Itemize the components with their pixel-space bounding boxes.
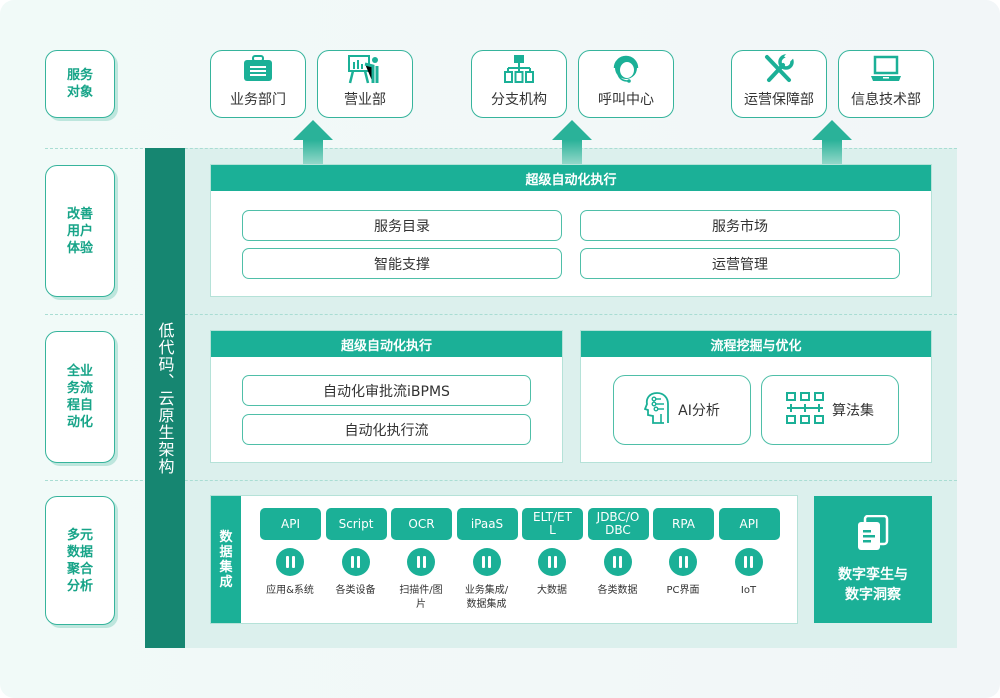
item-approval-flow-ibpms[interactable]: 自动化审批流iBPMS — [242, 375, 531, 406]
item-ai-analysis[interactable]: AI分析 — [613, 375, 751, 445]
source-tag-label: JDBC/ODBC — [596, 510, 640, 537]
laptop-icon — [869, 53, 903, 85]
algorithm-grid-icon — [786, 392, 824, 428]
source-caption: 各类数据 — [578, 584, 658, 598]
item-intelligent-support[interactable]: 智能支撑 — [242, 248, 562, 279]
source-tag[interactable]: JDBC/ODBC — [587, 508, 649, 540]
source-caption-text: 大数据 — [537, 585, 567, 596]
source-caption: 业务集成/数据集成 — [447, 584, 527, 612]
source-tag[interactable]: RPA — [653, 508, 714, 540]
source-tag[interactable]: API — [260, 508, 321, 540]
row-label-process-automation: 全业务流程自动化 — [45, 331, 115, 463]
row-label-service-targets: 服务对象 — [45, 50, 115, 118]
service-call-center[interactable]: 呼叫中心 — [578, 50, 674, 118]
service-it-dept[interactable]: 信息技术部 — [838, 50, 934, 118]
arrow-up-icon — [812, 120, 852, 167]
divider — [45, 148, 957, 149]
row-label-user-experience: 改善用户体验 — [45, 165, 115, 297]
arrow-up-icon — [552, 120, 592, 167]
pause-icon — [407, 548, 435, 576]
source-tag-label: API — [739, 516, 759, 531]
source-tag[interactable]: Script — [325, 508, 387, 540]
panel-title: 超级自动化执行 — [211, 165, 931, 191]
source-tag-label: API — [281, 516, 300, 531]
pause-icon — [669, 548, 697, 576]
digital-twin-label: 数字孪生与数字洞察 — [838, 566, 908, 603]
panel-title: 流程挖掘与优化 — [581, 331, 931, 357]
documents-icon — [856, 514, 890, 557]
service-sales-dept[interactable]: 营业部 — [317, 50, 413, 118]
source-caption: 大数据 — [512, 584, 592, 598]
service-operations-dept[interactable]: 运营保障部 — [731, 50, 827, 118]
data-integration-label: 数据集成 — [211, 496, 241, 623]
org-chart-icon — [502, 53, 536, 85]
item-algorithm-set[interactable]: 算法集 — [761, 375, 899, 445]
pause-icon — [341, 548, 370, 576]
item-operation-management[interactable]: 运营管理 — [580, 248, 900, 279]
tools-icon — [762, 53, 796, 85]
source-tag[interactable]: ELT/ETL — [522, 508, 583, 540]
row-label-text: 多元数据聚合分析 — [66, 527, 93, 594]
pause-icon — [276, 548, 304, 576]
source-caption-text: PC界面 — [666, 585, 700, 596]
item-automation-exec-flow[interactable]: 自动化执行流 — [242, 414, 531, 445]
source-caption-text: IoT — [740, 585, 757, 596]
service-label: 营业部 — [344, 92, 386, 108]
source-tag[interactable]: OCR — [391, 508, 452, 540]
data-integration-text: 数据集成 — [219, 529, 233, 590]
source-tag[interactable]: API — [718, 508, 780, 540]
service-label: 业务部门 — [230, 92, 286, 108]
service-label: 呼叫中心 — [598, 92, 654, 108]
service-label: 分支机构 — [491, 92, 547, 108]
source-tag-label: ELT/ETL — [533, 510, 572, 537]
card-label: AI分析 — [678, 403, 720, 419]
source-caption-text: 扫描件/图片 — [399, 585, 443, 610]
panel-title: 超级自动化执行 — [211, 331, 562, 357]
service-label: 信息技术部 — [851, 92, 921, 108]
service-business-dept[interactable]: 业务部门 — [210, 50, 306, 118]
ai-head-icon — [643, 391, 670, 429]
source-caption-text: 业务集成/数据集成 — [464, 585, 509, 610]
source-caption: 各类设备 — [316, 584, 396, 598]
source-tag-label: OCR — [408, 516, 435, 531]
headset-icon — [609, 53, 643, 85]
item-service-catalog[interactable]: 服务目录 — [242, 210, 562, 241]
pause-icon — [472, 548, 501, 576]
source-caption: PC界面 — [643, 584, 723, 598]
source-caption: IoT — [709, 584, 789, 598]
architecture-bar: 低代码、云原生架构 — [145, 148, 185, 648]
source-caption: 应用&系统 — [250, 584, 330, 598]
divider — [45, 314, 957, 315]
digital-twin-block[interactable]: 数字孪生与数字洞察 — [814, 496, 932, 623]
row-label-text: 改善用户体验 — [66, 206, 93, 256]
arrow-up-icon — [293, 120, 333, 167]
source-tag-label: Script — [338, 516, 374, 531]
source-caption-text: 各类设备 — [335, 585, 376, 596]
pause-icon — [603, 548, 632, 576]
row-label-data-analysis: 多元数据聚合分析 — [45, 496, 115, 625]
item-service-market[interactable]: 服务市场 — [580, 210, 900, 241]
source-caption: 扫描件/图片 — [381, 584, 461, 612]
briefcase-icon — [241, 53, 275, 85]
service-branches[interactable]: 分支机构 — [471, 50, 567, 118]
presentation-icon — [348, 53, 382, 85]
divider — [45, 480, 957, 481]
source-tag-label: iPaaS — [470, 516, 504, 531]
pause-icon — [538, 548, 566, 576]
source-tag-label: RPA — [671, 516, 695, 531]
service-label: 运营保障部 — [744, 92, 814, 108]
pause-icon — [734, 548, 763, 576]
source-caption-text: 应用&系统 — [266, 585, 314, 596]
card-label: 算法集 — [832, 403, 874, 419]
row-label-text: 全业务流程自动化 — [66, 364, 93, 430]
source-caption-text: 各类数据 — [597, 585, 638, 596]
source-tag[interactable]: iPaaS — [456, 508, 518, 540]
row-label-text: 服务对象 — [66, 68, 93, 100]
architecture-label: 低代码、云原生架构 — [155, 321, 175, 475]
